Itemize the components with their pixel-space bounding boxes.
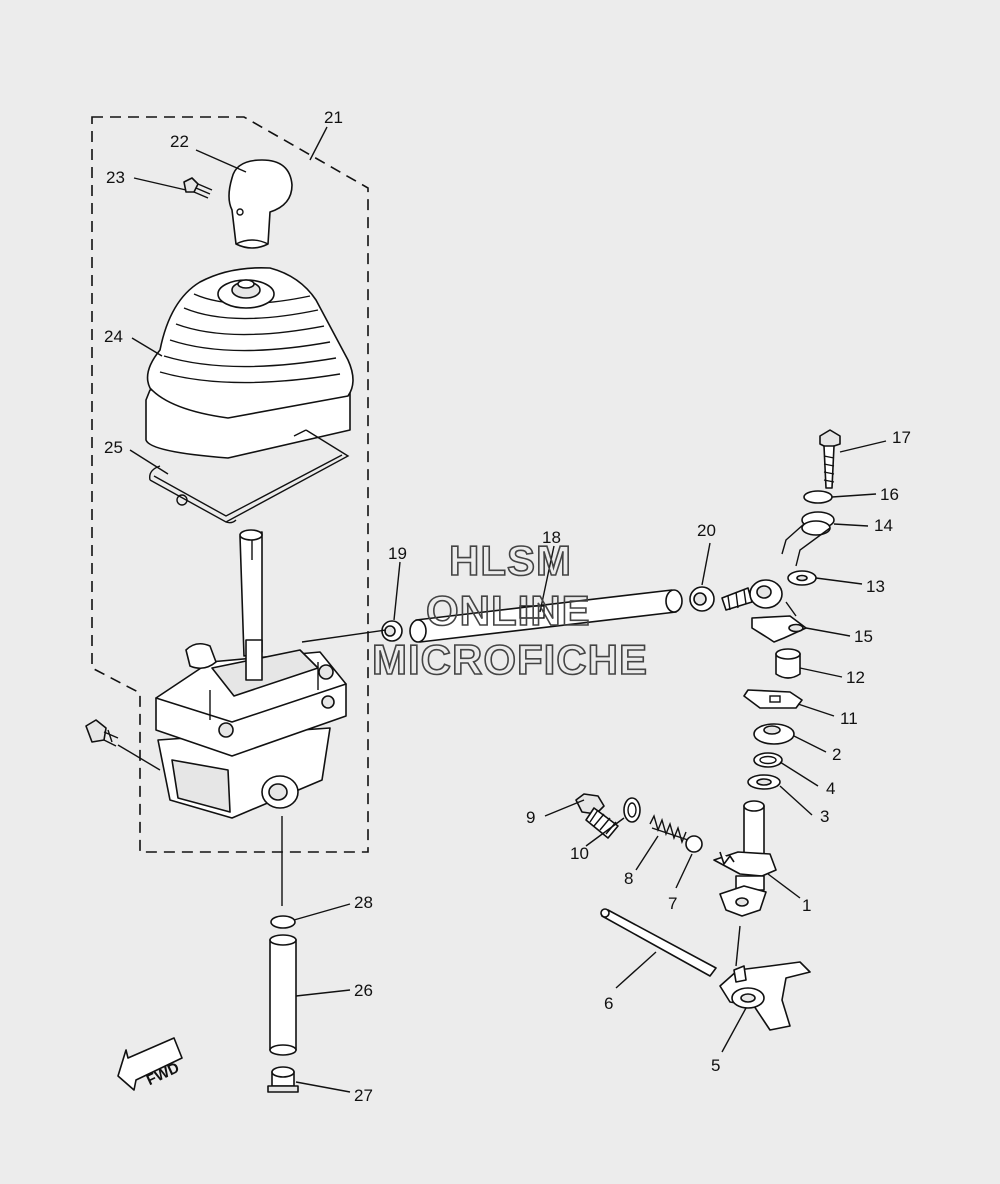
watermark-line-3: MICROFICHE (372, 636, 648, 683)
gasket-10 (623, 797, 641, 823)
shift-fork-5 (719, 961, 811, 1031)
label-4: 4 (826, 779, 835, 798)
label-17: 17 (892, 428, 911, 447)
spring-14 (781, 511, 835, 567)
label-19: 19 (388, 544, 407, 563)
label-6: 6 (604, 994, 613, 1013)
label-27: 27 (354, 1086, 373, 1105)
assembly-outline-21 (91, 116, 369, 853)
shift-shaft-1 (713, 800, 777, 917)
label-7: 7 (668, 894, 677, 913)
label-16: 16 (880, 485, 899, 504)
shift-housing (155, 639, 347, 819)
washer-2 (753, 723, 795, 745)
lever-plate-15 (751, 615, 807, 643)
fwd-arrow: FWD (117, 1037, 183, 1091)
collar-20 (689, 586, 715, 612)
label-28: 28 (354, 893, 373, 912)
label-24: 24 (104, 327, 123, 346)
circlip-4 (753, 752, 783, 768)
shift-boot-24 (145, 266, 354, 459)
label-20: 20 (697, 521, 716, 540)
spring-8 (649, 814, 689, 845)
collar-12 (775, 648, 801, 679)
bolt-left (85, 719, 161, 771)
plate-11 (743, 689, 803, 709)
label-1: 1 (802, 896, 811, 915)
plug-bolt-9 (575, 793, 619, 839)
plug-27 (267, 1066, 299, 1093)
label-21: 21 (324, 108, 343, 127)
label-12: 12 (846, 668, 865, 687)
label-22: 22 (170, 132, 189, 151)
guide-bar-6 (600, 908, 717, 977)
assembly-lines (281, 601, 797, 967)
label-18: 18 (542, 528, 561, 547)
o-ring-28 (270, 915, 296, 929)
washer-3 (747, 774, 781, 790)
label-5: 5 (711, 1056, 720, 1075)
ball-7 (685, 835, 703, 853)
lever-joint (721, 579, 783, 611)
label-9: 9 (526, 808, 535, 827)
washer-13 (787, 570, 817, 586)
label-25: 25 (104, 438, 123, 457)
shift-knob-22 (228, 159, 293, 249)
screw-23 (183, 177, 213, 199)
watermark-line-2: ONLINE (426, 587, 591, 634)
label-15: 15 (854, 627, 873, 646)
washer-16 (803, 490, 833, 504)
part-labels: 21 22 23 24 25 18 19 20 17 16 14 13 15 1… (104, 108, 911, 1105)
gasket-25 (149, 429, 350, 524)
label-10: 10 (570, 844, 589, 863)
label-13: 13 (866, 577, 885, 596)
bolt-17 (819, 429, 841, 489)
shift-lever-rod (239, 529, 263, 657)
label-3: 3 (820, 807, 829, 826)
watermark-line-1: HLSM (449, 537, 572, 584)
pin-26 (269, 934, 297, 1056)
shift-rod-18 (409, 589, 683, 643)
leader-lines (129, 126, 887, 1093)
label-26: 26 (354, 981, 373, 1000)
watermark: HLSM ONLINE MICROFICHE (371, 536, 648, 684)
label-14: 14 (874, 516, 893, 535)
label-2: 2 (832, 745, 841, 764)
label-8: 8 (624, 869, 633, 888)
label-11: 11 (840, 709, 858, 728)
label-23: 23 (106, 168, 125, 187)
